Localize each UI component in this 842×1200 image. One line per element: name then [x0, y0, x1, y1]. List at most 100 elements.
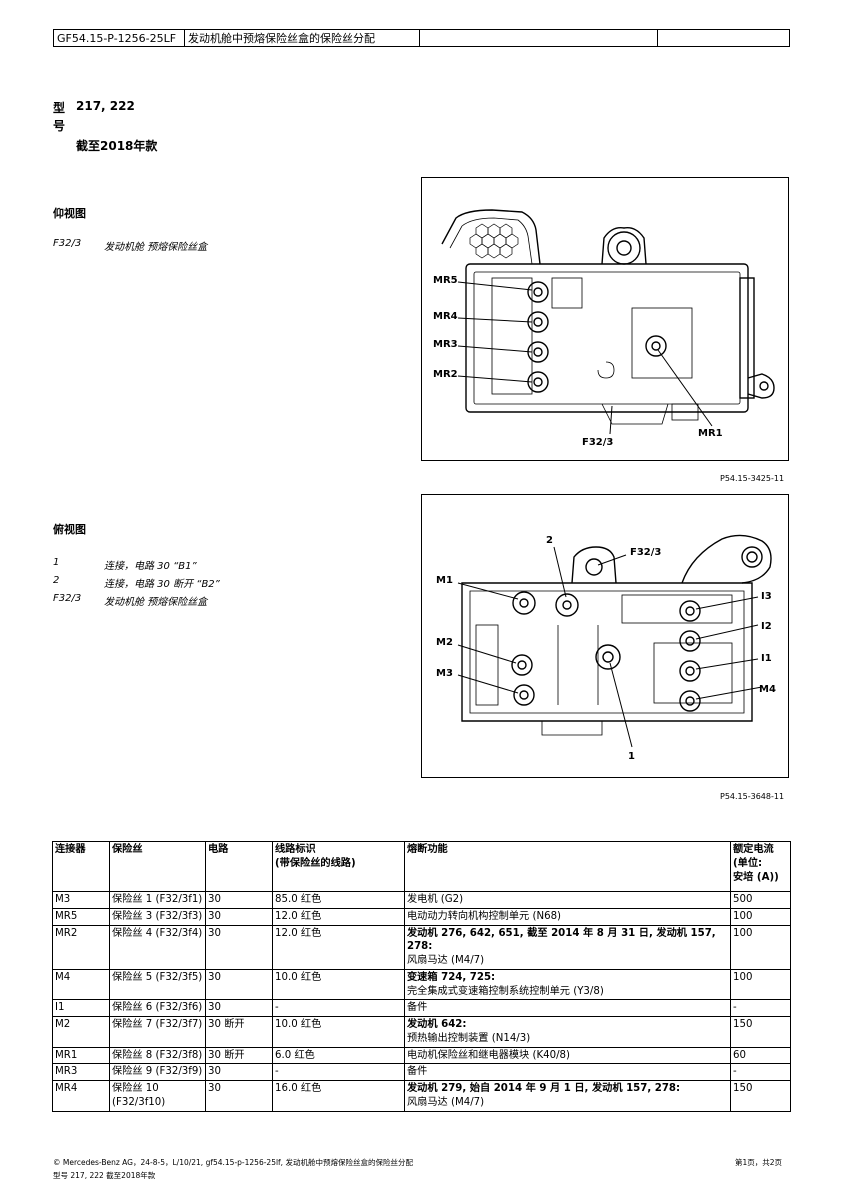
- footer-model: 型号 217, 222 截至2018年款: [53, 1171, 156, 1180]
- cell-wire: 85.0 红色: [272, 891, 405, 909]
- callout-mr3: MR3: [433, 339, 458, 350]
- function-text: 风扇马达 (M4/7): [407, 955, 485, 967]
- cell-connector: MR2: [52, 924, 110, 970]
- fuse-box-bottom-drawing: MR5 MR4 MR3 MR2 F32/3 MR1: [433, 209, 775, 448]
- cell-fuse: 保险丝 8 (F32/3f8): [109, 1046, 206, 1065]
- callout-f32-3: F32/3: [582, 437, 613, 448]
- callout-mr4: MR4: [433, 311, 458, 322]
- header-empty-cell: [657, 29, 790, 47]
- function-text: 备件: [407, 1066, 428, 1078]
- cell-function: 发动机 642:预热输出控制装置 (N14/3): [404, 1016, 731, 1048]
- cell-function: 备件: [404, 1063, 731, 1082]
- cell-connector: MR3: [52, 1063, 110, 1082]
- figure-ref-bottom: P54.15-3425-11: [720, 474, 785, 483]
- function-text: 电动机保险丝和继电器模块 (K40/8): [407, 1049, 570, 1061]
- cell-circuit: 30 断开: [205, 1046, 273, 1065]
- cell-connector: MR4: [52, 1080, 110, 1112]
- cell-circuit: 30: [205, 1080, 273, 1112]
- fuse-allocation-table: 连接器 保险丝 电路 线路标识 (带保险丝的线路) 熔断功能 额定电流 (单位:…: [52, 841, 791, 1112]
- legend-code: F32/3: [53, 593, 82, 604]
- cell-rating: 100: [730, 924, 791, 970]
- cell-circuit: 30: [205, 924, 273, 970]
- column-header-wire: 线路标识 (带保险丝的线路): [272, 841, 405, 892]
- cell-fuse: 保险丝 4 (F32/3f4): [109, 924, 206, 970]
- column-header-function: 熔断功能: [404, 841, 731, 892]
- model-label-2: 号: [53, 119, 66, 133]
- cell-fuse: 保险丝 6 (F32/3f6): [109, 999, 206, 1018]
- cell-rating: 150: [730, 1080, 791, 1112]
- cell-circuit: 30 断开: [205, 1016, 273, 1048]
- document-header-table: GF54.15-P-1256-25LF 发动机舱中预熔保险丝盒的保险丝分配: [53, 29, 790, 47]
- callout-mr1: MR1: [698, 428, 723, 439]
- callout-m3: M3: [436, 668, 453, 679]
- cell-circuit: 30: [205, 907, 273, 926]
- figure-ref-top: P54.15-3648-11: [720, 792, 785, 801]
- cell-fuse: 保险丝 10 (F32/3f10): [109, 1080, 206, 1112]
- cell-rating: 500: [730, 891, 791, 909]
- cell-fuse: 保险丝 9 (F32/3f9): [109, 1063, 206, 1082]
- cell-function: 变速箱 724, 725:完全集成式变速箱控制系统控制单元 (Y3/8): [404, 968, 731, 1001]
- figure-bottom-view: MR5 MR4 MR3 MR2 F32/3 MR1: [421, 177, 789, 461]
- legend-desc: 发动机舱 预熔保险丝盒: [104, 597, 208, 608]
- legend-top-view: 1 连接，电路 30 “B1” 2 连接，电路 30 断开 “B2” F32/3…: [53, 557, 353, 611]
- callout-2: 2: [546, 535, 553, 546]
- cell-connector: I1: [52, 999, 110, 1018]
- cell-connector: M3: [52, 891, 110, 909]
- function-text: 电动动力转向机构控制单元 (N68): [407, 910, 562, 922]
- cell-function: 发动机 279, 始自 2014 年 9 月 1 日, 发动机 157, 278…: [404, 1080, 731, 1112]
- cell-function: 电动动力转向机构控制单元 (N68): [404, 907, 731, 926]
- cell-connector: MR1: [52, 1046, 110, 1065]
- callout-m4: M4: [759, 684, 776, 695]
- figure-top-view: 2 F32/3 M1 I3 I2 I1 M2 M3 M4 1: [421, 494, 789, 778]
- callout-i2: I2: [761, 621, 772, 632]
- model-year-limit: 截至2018年款: [76, 139, 158, 153]
- callout-f32-3: F32/3: [630, 547, 661, 558]
- cell-function: 发电机 (G2): [404, 891, 731, 909]
- function-condition: 发动机 279, 始自 2014 年 9 月 1 日, 发动机 157, 278…: [407, 1083, 681, 1095]
- cell-function: 发动机 276, 642, 651, 截至 2014 年 8 月 31 日, 发…: [404, 924, 731, 970]
- legend-bottom-view: F32/3 发动机舱 预熔保险丝盒: [53, 238, 353, 256]
- column-header-connector: 连接器: [52, 841, 110, 892]
- doc-title: 发动机舱中预熔保险丝盒的保险丝分配: [184, 29, 420, 47]
- cell-rating: -: [730, 1063, 791, 1082]
- callout-i1: I1: [761, 653, 772, 664]
- cell-connector: M2: [52, 1016, 110, 1048]
- column-header-fuse: 保险丝: [109, 841, 206, 892]
- cell-function: 电动机保险丝和继电器模块 (K40/8): [404, 1046, 731, 1065]
- section-title-bottom-view: 仰视图: [53, 207, 86, 220]
- table-header-row: 连接器 保险丝 电路 线路标识 (带保险丝的线路) 熔断功能 额定电流 (单位:…: [52, 841, 791, 892]
- cell-fuse: 保险丝 1 (F32/3f1): [109, 891, 206, 909]
- cell-circuit: 30: [205, 1063, 273, 1082]
- legend-item: F32/3 发动机舱 预熔保险丝盒: [53, 593, 353, 611]
- cell-circuit: 30: [205, 999, 273, 1018]
- function-text: 备件: [407, 1002, 428, 1014]
- legend-desc: 发动机舱 预熔保险丝盒: [104, 242, 208, 253]
- model-label-1: 型: [53, 101, 66, 115]
- cell-connector: MR5: [52, 907, 110, 926]
- cell-wire: 10.0 红色: [272, 968, 405, 1001]
- doc-code: GF54.15-P-1256-25LF: [53, 29, 185, 47]
- fuse-box-top-drawing: 2 F32/3 M1 I3 I2 I1 M2 M3 M4 1: [436, 534, 776, 762]
- column-header-circuit: 电路: [205, 841, 273, 892]
- cell-wire: 12.0 红色: [272, 907, 405, 926]
- function-condition: 发动机 642:: [407, 1019, 467, 1031]
- header-empty-cell: [419, 29, 658, 47]
- callout-1: 1: [628, 751, 635, 762]
- cell-wire: 12.0 红色: [272, 924, 405, 970]
- cell-rating: 100: [730, 907, 791, 926]
- footer-copyright: © Mercedes-Benz AG，24-8-5，L/10/21, gf54.…: [53, 1158, 413, 1167]
- legend-desc: 连接，电路 30 断开 “B2”: [104, 579, 220, 590]
- callout-m2: M2: [436, 637, 453, 648]
- cell-wire: -: [272, 1063, 405, 1082]
- function-condition: 变速箱 724, 725:: [407, 971, 496, 983]
- section-title-top-view: 俯视图: [53, 523, 86, 536]
- cell-connector: M4: [52, 968, 110, 1001]
- legend-item: 2 连接，电路 30 断开 “B2”: [53, 575, 353, 593]
